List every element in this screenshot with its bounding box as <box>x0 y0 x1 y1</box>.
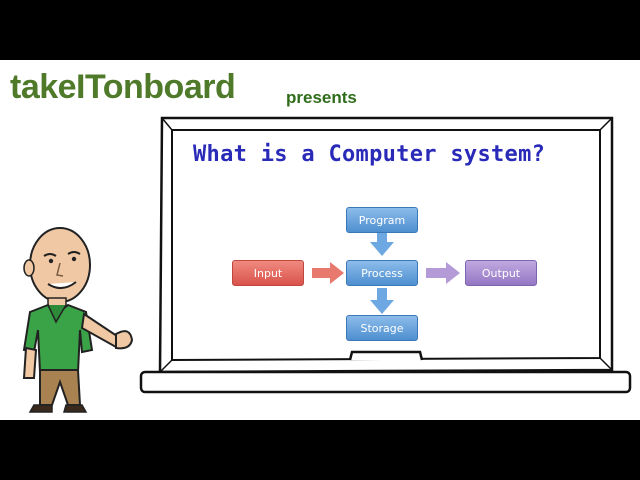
node-program: Program <box>346 207 418 233</box>
brand-logo-text: takeITonboard <box>10 68 236 106</box>
arrow-program-to-process <box>370 232 394 256</box>
arrow-process-to-output <box>426 262 460 284</box>
arrow-process-to-storage <box>370 288 394 314</box>
whiteboard-frame <box>158 116 614 374</box>
node-output: Output <box>465 260 537 286</box>
board-question: What is a Computer system? <box>193 142 546 167</box>
slide: takeITonboard presents What is a Compute… <box>0 60 640 420</box>
board-tray <box>139 350 632 394</box>
whiteboard-illustration <box>22 116 632 413</box>
arrow-input-to-process <box>312 262 344 284</box>
presents-label: presents <box>286 88 357 107</box>
letterbox-top <box>0 0 640 60</box>
presenter-illustration <box>22 227 134 413</box>
node-process: Process <box>346 260 418 286</box>
letterbox-bottom <box>0 420 640 480</box>
node-input: Input <box>232 260 304 286</box>
node-storage: Storage <box>346 315 418 341</box>
